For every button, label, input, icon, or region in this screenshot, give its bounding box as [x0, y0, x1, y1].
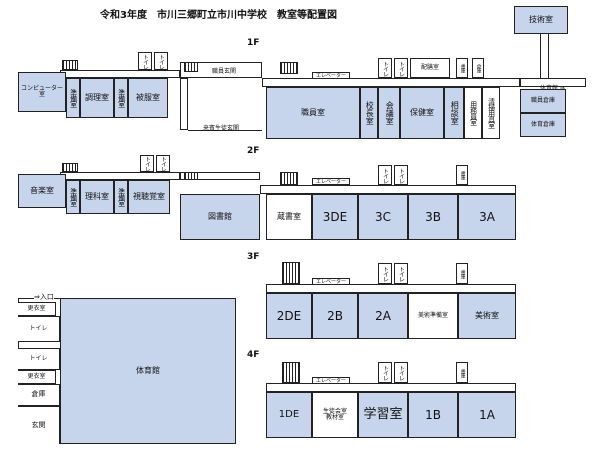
- stairs-icon: [280, 172, 298, 185]
- gym-storage: 倉庫: [18, 384, 60, 406]
- classroom-2b: 2B: [312, 293, 358, 339]
- elevator-icon: エレベーター: [312, 178, 350, 185]
- stairs-icon: [280, 62, 298, 74]
- room-sewing: 被服室: [128, 78, 168, 118]
- room-health: 保健室: [400, 87, 444, 139]
- room-storage-1f-a: 書庫: [456, 58, 468, 78]
- toilet-icon: トイレ: [154, 52, 168, 70]
- classroom-1a: 1A: [458, 392, 516, 438]
- room-meeting: 会議室: [378, 87, 400, 139]
- floor-label-2f: 2F: [247, 146, 260, 156]
- gym-toilet-2: トイレ: [18, 348, 60, 370]
- toilet-icon: トイレ: [394, 263, 408, 284]
- room-serving: 配膳室: [410, 58, 450, 78]
- gym-main-hall: 体育館: [60, 298, 236, 444]
- corridor-1f-east: [520, 78, 586, 87]
- corridor-1f-right: [262, 78, 520, 87]
- page-title: 令和3年度 市川三郷町立市川中学校 教室等配置図: [100, 10, 337, 21]
- corridor-2f-right: [260, 185, 516, 194]
- room-counseling: 相談室: [444, 87, 464, 139]
- toilet-icon: トイレ: [378, 165, 392, 185]
- toilet-icon: トイレ: [138, 52, 152, 70]
- room-library: 図書館: [180, 194, 260, 240]
- corridor-4f: [266, 383, 516, 392]
- classroom-3b: 3B: [408, 194, 458, 240]
- toilet-icon: トイレ: [378, 58, 392, 78]
- classroom-3de: 3DE: [312, 194, 358, 240]
- room-custodian: 用務員室: [464, 87, 482, 139]
- corridor-3f: [266, 284, 516, 293]
- toilet-icon: トイレ: [140, 155, 154, 172]
- gym-entrance-label: ⇒入口: [34, 292, 54, 302]
- room-storage-2f: 書庫: [456, 165, 468, 185]
- room-science: 理科室: [80, 180, 114, 214]
- corridor-1f-mid: [180, 62, 262, 78]
- room-art-prep: 美術準備室: [408, 293, 458, 339]
- room-principal: 校長室: [360, 87, 378, 139]
- room-cleaning: 清掃用具室: [482, 87, 500, 139]
- room-computer: コンピューター室: [18, 72, 66, 112]
- room-staff-storage: 職員倉庫: [520, 89, 566, 113]
- corridor-1f-vertical: [180, 78, 188, 130]
- gym-changing-room-1: 更衣室: [18, 302, 56, 316]
- elevator-icon: エレベーター: [312, 377, 350, 384]
- room-book-storage: 蔵書室: [266, 194, 312, 240]
- connector-line: [548, 34, 549, 78]
- classroom-1b: 1B: [408, 392, 458, 438]
- classroom-2de: 2DE: [266, 293, 312, 339]
- stairs-icon: [282, 362, 300, 383]
- room-art: 美術室: [458, 293, 516, 339]
- stairs-icon: [282, 262, 300, 284]
- room-av: 視聴覚室: [128, 180, 170, 214]
- gym-direction-label: 体育館 ⇒: [540, 83, 565, 92]
- stairs-icon: [184, 62, 198, 72]
- floor-label-1f: 1F: [247, 38, 260, 48]
- toilet-icon: トイレ: [156, 155, 170, 172]
- toilet-icon: トイレ: [378, 362, 392, 383]
- room-study: 学習室: [358, 392, 408, 438]
- toilet-icon: トイレ: [378, 263, 392, 284]
- classroom-2a: 2A: [358, 293, 408, 339]
- toilet-icon: トイレ: [394, 58, 408, 78]
- corridor-2f-mid: [180, 172, 260, 180]
- classroom-1de: 1DE: [266, 392, 312, 438]
- room-storage-3f: 書庫: [456, 263, 468, 284]
- room-staff: 職員室: [266, 87, 360, 139]
- room-technology: 技術室: [514, 6, 568, 34]
- corridor-2f-left: [60, 172, 180, 180]
- room-prep-2f-b: 準備室: [114, 180, 128, 214]
- connector-line: [188, 130, 262, 131]
- floor-label-3f: 3F: [247, 252, 260, 262]
- room-storage-1f-b: 倉庫: [472, 58, 484, 78]
- gym-changing-room-2: 更衣室: [18, 370, 56, 384]
- elevator-icon: エレベーター: [312, 72, 350, 79]
- room-cooking: 調理室: [80, 78, 114, 118]
- stairs-icon: [62, 163, 78, 172]
- classroom-3c: 3C: [358, 194, 408, 240]
- connector-line: [540, 34, 541, 78]
- classroom-3a: 3A: [458, 194, 516, 240]
- room-prep-2f-a: 準備室: [66, 180, 80, 214]
- guest-entrance-label: 来賓生徒玄関: [203, 125, 240, 132]
- room-prep-1f-a: 準備室: [66, 78, 80, 118]
- gym-entrance-hall: 玄関: [18, 406, 60, 444]
- floor-label-4f: 4F: [247, 350, 260, 360]
- elevator-icon: エレベーター: [312, 278, 350, 285]
- room-music: 音楽室: [18, 174, 66, 208]
- room-gym-storage: 体育倉庫: [520, 113, 566, 137]
- stairs-icon: [62, 60, 78, 70]
- gym-toilet-1: トイレ: [18, 316, 60, 342]
- room-prep-1f-b: 準備室: [114, 78, 128, 118]
- room-student-council: 生徒会室 教材室: [312, 392, 358, 438]
- staff-entrance-label: 職員玄関: [212, 68, 237, 75]
- stairs-icon: [184, 172, 198, 180]
- corridor-1f-left: [60, 70, 180, 78]
- toilet-icon: トイレ: [394, 165, 408, 185]
- room-storage-4f: 書庫: [456, 362, 468, 383]
- toilet-icon: トイレ: [394, 362, 408, 383]
